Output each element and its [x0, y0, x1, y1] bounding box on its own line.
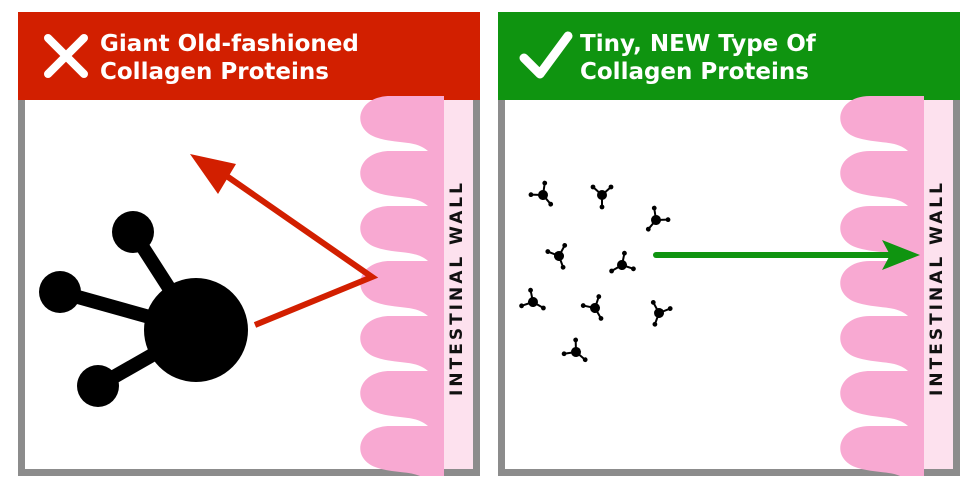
header-title-line1: Giant Old-fashioned	[100, 31, 359, 57]
new-collagen-scene	[519, 96, 953, 476]
bounce-arrowhead	[190, 154, 236, 194]
wall-strip	[442, 100, 473, 469]
tiny-collagen-molecules	[519, 180, 673, 363]
header-title-line2: Collagen Proteins	[100, 59, 329, 85]
villus	[360, 371, 444, 426]
villus	[840, 261, 924, 316]
wall-label: INTESTINAL WALL	[921, 100, 953, 476]
wall-strip	[922, 100, 953, 469]
tiny-molecule	[650, 300, 673, 327]
villus	[360, 206, 444, 261]
tiny-molecule	[545, 243, 568, 270]
villus	[840, 96, 924, 151]
wall-label-text: INTESTINAL WALL	[447, 180, 467, 396]
villus	[840, 151, 924, 206]
villus	[360, 316, 444, 371]
villus	[360, 261, 444, 316]
giant-collagen-molecule	[39, 211, 248, 407]
villus	[840, 206, 924, 261]
tiny-molecule	[590, 184, 614, 210]
old-collagen-scene	[39, 96, 473, 476]
tiny-molecule	[580, 294, 604, 321]
header-title: Tiny, NEW Type Of Collagen Proteins	[580, 30, 950, 86]
cross-icon	[44, 34, 88, 78]
wall-label-text: INTESTINAL WALL	[927, 180, 947, 396]
tiny-molecule	[528, 180, 554, 207]
villus	[360, 96, 444, 151]
header-title: Giant Old-fashioned Collagen Proteins	[100, 30, 470, 86]
villus	[840, 316, 924, 371]
villus	[840, 426, 924, 476]
villus	[360, 151, 444, 206]
tiny-molecule	[645, 205, 671, 232]
intestinal-villi	[840, 96, 924, 476]
panel-old-collagen: Giant Old-fashioned Collagen Proteins IN…	[18, 12, 480, 476]
tiny-molecule	[519, 287, 546, 311]
header-title-line2: Collagen Proteins	[580, 59, 809, 85]
tiny-molecule	[561, 337, 588, 363]
wall-label: INTESTINAL WALL	[441, 100, 473, 476]
header-new-collagen: Tiny, NEW Type Of Collagen Proteins	[498, 12, 960, 100]
header-old-collagen: Giant Old-fashioned Collagen Proteins	[18, 12, 480, 100]
panel-new-collagen: Tiny, NEW Type Of Collagen Proteins INTE…	[498, 12, 960, 476]
tiny-molecule	[609, 250, 636, 274]
villus	[840, 371, 924, 426]
pass-arrowhead	[882, 240, 920, 270]
bounce-arrow	[216, 167, 379, 328]
checkmark-icon	[519, 31, 573, 79]
header-title-line1: Tiny, NEW Type Of	[580, 31, 816, 57]
villus	[360, 426, 444, 476]
intestinal-villi	[360, 96, 444, 476]
